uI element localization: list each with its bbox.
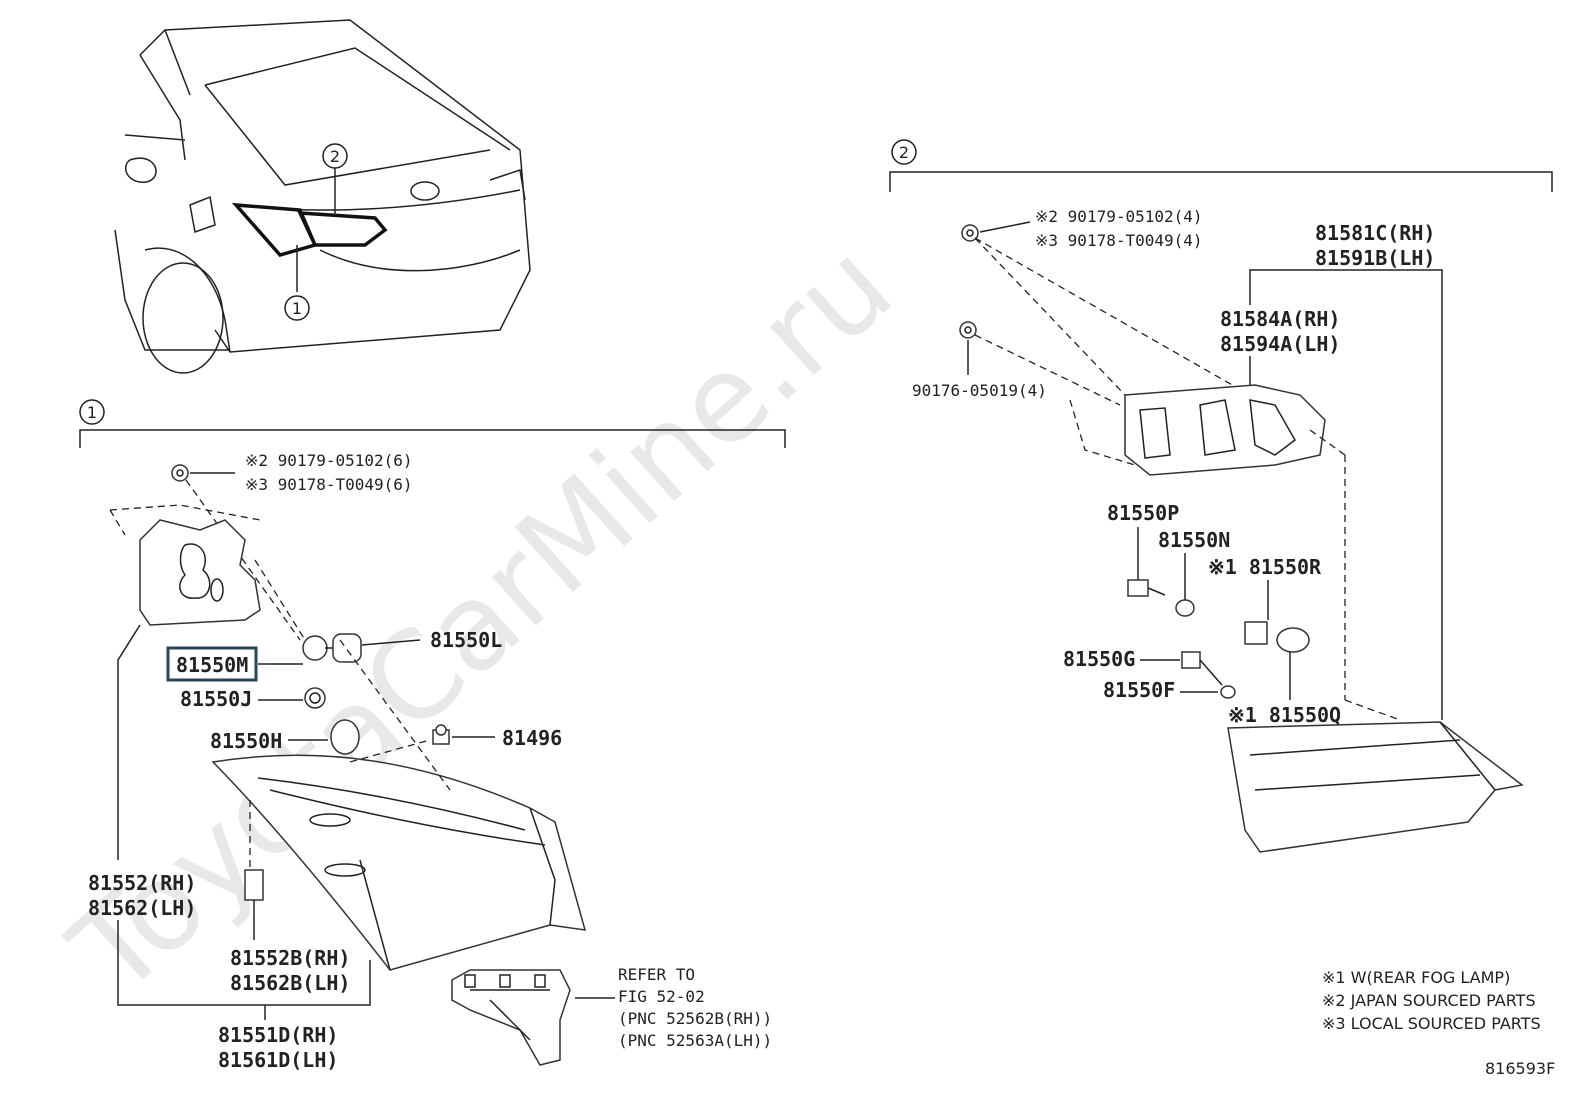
refer-line-3: (PNC 52562B(RH)) bbox=[618, 1009, 772, 1028]
highlight-81550M bbox=[166, 646, 258, 682]
section-2-callout: 2 bbox=[899, 143, 909, 162]
car-callout-1: 1 bbox=[292, 299, 302, 318]
label-81562B: 81562B(LH) bbox=[230, 971, 350, 995]
label-81550P: 81550P bbox=[1107, 501, 1179, 525]
socket-icon-g bbox=[1181, 651, 1223, 686]
legend-note-1: ※1 W(REAR FOG LAMP) bbox=[1322, 968, 1510, 987]
label-81550L: 81550L bbox=[430, 628, 502, 652]
section-2-inner-lamp: 2 ※2 90179-05102(4) ※3 90178-T0049(4) 90… bbox=[889, 139, 1553, 853]
label-81581C: 81581C(RH) bbox=[1315, 221, 1435, 245]
label-81550H: 81550H bbox=[210, 729, 282, 753]
screw-icon-s2 bbox=[961, 224, 979, 242]
inner-gasket-plate bbox=[1124, 384, 1326, 476]
screw-note-b-s2: ※3 90178-T0049(4) bbox=[1035, 231, 1203, 250]
screw-note-a-s1: ※2 90179-05102(6) bbox=[245, 451, 413, 470]
label-81550R: ※1 81550R bbox=[1208, 555, 1322, 579]
label-card bbox=[244, 869, 264, 901]
refer-line-2: FIG 52-02 bbox=[618, 987, 705, 1006]
label-81550M[interactable]: 81550M bbox=[176, 653, 248, 677]
label-81552: 81552(RH) bbox=[88, 871, 196, 895]
label-81550F: 81550F bbox=[1103, 678, 1175, 702]
legend-note-2: ※2 JAPAN SOURCED PARTS bbox=[1322, 991, 1536, 1010]
legend: ※1 W(REAR FOG LAMP) ※2 JAPAN SOURCED PAR… bbox=[1322, 968, 1541, 1033]
gasket-plate bbox=[139, 519, 261, 626]
bulb-icon bbox=[330, 719, 360, 755]
label-81561D: 81561D(LH) bbox=[218, 1048, 338, 1072]
refer-line-1: REFER TO bbox=[618, 965, 695, 984]
label-81550G: 81550G bbox=[1063, 647, 1135, 671]
section-1-callout: 1 bbox=[87, 403, 97, 422]
label-81594A: 81594A(LH) bbox=[1220, 332, 1340, 356]
legend-note-3: ※3 LOCAL SOURCED PARTS bbox=[1322, 1014, 1541, 1033]
label-81552B: 81552B(RH) bbox=[230, 946, 350, 970]
screw-note-b-s1: ※3 90178-T0049(6) bbox=[245, 475, 413, 494]
label-90176: 90176-05019(4) bbox=[912, 381, 1047, 400]
car-overview: 2 1 bbox=[114, 19, 531, 374]
car-callout-2: 2 bbox=[330, 147, 340, 166]
label-81591B: 81591B(LH) bbox=[1315, 246, 1435, 270]
bulb-icon-n bbox=[1175, 599, 1195, 617]
socket-icon-p bbox=[1127, 579, 1166, 597]
socket-icon bbox=[304, 687, 326, 709]
screw-icon bbox=[171, 464, 189, 482]
screw-note-a-s2: ※2 90179-05102(4) bbox=[1035, 207, 1203, 226]
label-81562: 81562(LH) bbox=[88, 896, 196, 920]
label-81550J: 81550J bbox=[180, 687, 252, 711]
inner-tail-lamp bbox=[1227, 721, 1524, 853]
figure-code: 816593F bbox=[1485, 1059, 1555, 1078]
section-1-outer-lamp: 1 ※2 90179-05102(6) ※3 90178-T0049(6) 81… bbox=[79, 399, 786, 1072]
label-81551D: 81551D(RH) bbox=[218, 1023, 338, 1047]
clip-icon bbox=[432, 724, 450, 745]
socket-icon-r bbox=[1244, 621, 1310, 653]
label-81584A: 81584A(RH) bbox=[1220, 307, 1340, 331]
bulb-socket-icon bbox=[302, 633, 362, 663]
label-81550Q: ※1 81550Q bbox=[1228, 703, 1341, 727]
bulb-icon-f bbox=[1220, 685, 1236, 699]
label-81550N: 81550N bbox=[1158, 528, 1230, 552]
label-81496: 81496 bbox=[502, 726, 562, 750]
refer-line-4: (PNC 52563A(LH)) bbox=[618, 1031, 772, 1050]
screw-icon-s2-b bbox=[959, 321, 977, 339]
outer-tail-lamp bbox=[211, 754, 587, 971]
bracket-icon bbox=[451, 969, 571, 1066]
